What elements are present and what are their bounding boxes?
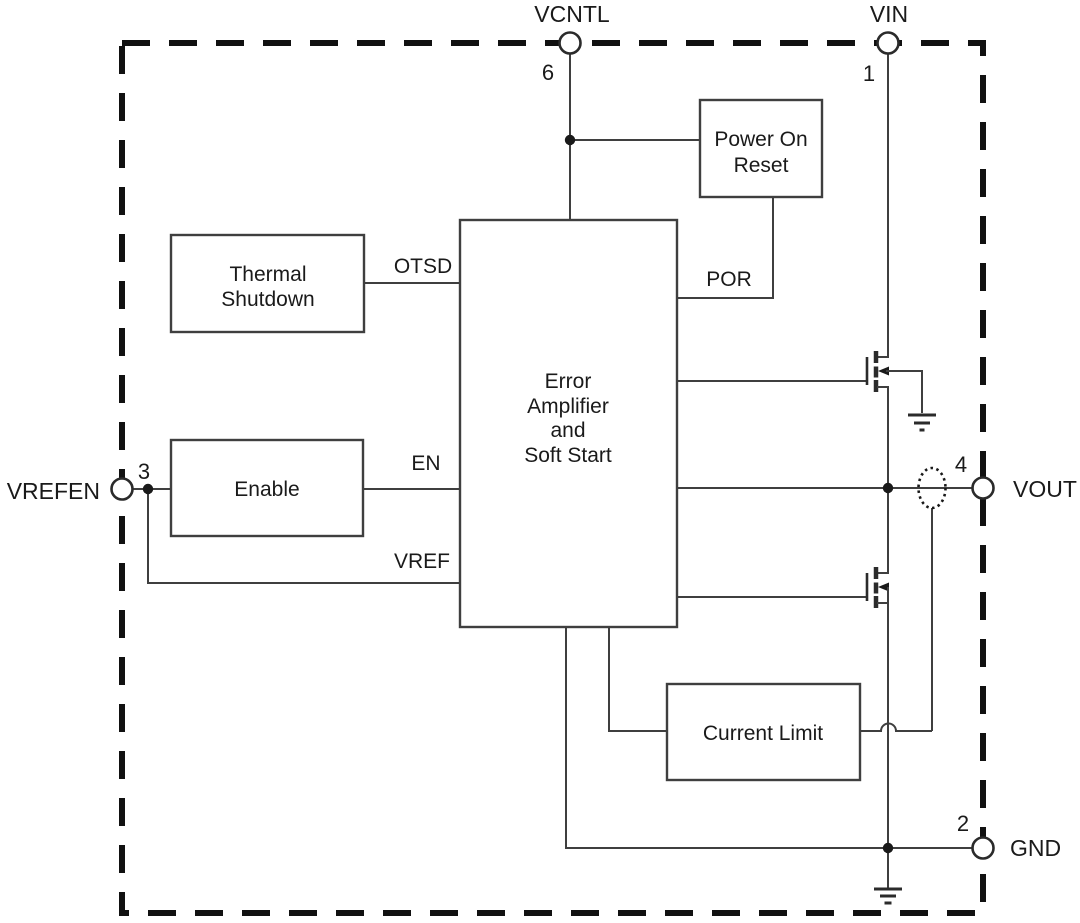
pin-vin-number: 1 bbox=[863, 61, 875, 86]
thermal-shutdown-box bbox=[169, 233, 366, 334]
wires bbox=[132, 53, 973, 849]
lower-fet-bulk-arrow-icon bbox=[878, 582, 889, 592]
block-current-limit: Current Limit bbox=[665, 682, 862, 782]
junction-dot-vrefen bbox=[142, 483, 154, 495]
error-amplifier-label-line4: Soft Start bbox=[524, 444, 612, 467]
enable-box bbox=[169, 438, 365, 538]
lower-pass-fet bbox=[865, 488, 889, 848]
ground-symbol-upper-fet bbox=[908, 413, 936, 432]
wire-vref bbox=[147, 489, 459, 584]
error-amplifier-label-line3: and bbox=[550, 419, 585, 442]
thermal-shutdown-label-line1: Thermal bbox=[229, 263, 306, 286]
pin-vcntl-terminal bbox=[558, 31, 582, 55]
lower-fet-source-wire bbox=[877, 587, 889, 848]
pin-vrefen-number: 3 bbox=[138, 459, 150, 484]
pin-vin: VIN 1 bbox=[863, 1, 908, 86]
pin-gnd-label: GND bbox=[1010, 835, 1061, 861]
pin-vout: VOUT 4 bbox=[955, 452, 1077, 502]
ground-symbol-main bbox=[874, 887, 902, 905]
pin-vout-terminal bbox=[971, 476, 995, 500]
thermal-shutdown-label-line2: Shutdown bbox=[221, 288, 314, 311]
power-on-reset-label-line1: Power On bbox=[714, 128, 807, 151]
current-sense-ellipse bbox=[917, 466, 947, 510]
signal-label-por: POR bbox=[706, 268, 752, 291]
pin-vcntl: VCNTL 6 bbox=[534, 1, 610, 85]
wire-to-current-limit bbox=[608, 627, 666, 732]
power-on-reset-label-line2: Reset bbox=[734, 154, 789, 177]
upper-fet-bulk-wire bbox=[886, 370, 923, 413]
pin-gnd-number: 2 bbox=[957, 811, 969, 836]
signal-label-otsd: OTSD bbox=[394, 255, 452, 278]
pin-vin-label: VIN bbox=[870, 1, 908, 27]
pin-vrefen: VREFEN 3 bbox=[7, 459, 150, 504]
upper-pass-fet bbox=[865, 351, 936, 483]
power-on-reset-box bbox=[698, 98, 824, 199]
junction-dot-gnd bbox=[882, 842, 894, 854]
pin-gnd-terminal bbox=[971, 836, 995, 860]
current-limit-box bbox=[665, 682, 862, 782]
error-amplifier-label-line2: Amplifier bbox=[527, 395, 609, 418]
pin-vin-terminal bbox=[876, 31, 900, 55]
pin-vout-number: 4 bbox=[955, 452, 967, 477]
lower-fet-drain-wire bbox=[878, 488, 889, 574]
junction-dots bbox=[142, 134, 894, 854]
wire-vin-rail bbox=[878, 53, 889, 358]
wire-gnd-bus bbox=[565, 627, 973, 849]
pin-vrefen-terminal bbox=[110, 477, 134, 501]
pin-vrefen-label: VREFEN bbox=[7, 478, 100, 504]
block-enable: Enable bbox=[169, 438, 365, 538]
block-error-amplifier: Error Amplifier and Soft Start bbox=[458, 218, 679, 629]
error-amplifier-label-line1: Error bbox=[545, 370, 592, 393]
pin-vcntl-label: VCNTL bbox=[534, 1, 610, 27]
signal-label-vref: VREF bbox=[394, 550, 450, 573]
upper-fet-source-wire bbox=[877, 386, 889, 483]
signal-labels: OTSD EN VREF POR bbox=[394, 255, 752, 573]
pin-vout-label: VOUT bbox=[1013, 476, 1077, 502]
junction-dot-vcntl bbox=[564, 134, 576, 146]
pin-gnd: GND 2 bbox=[957, 811, 1061, 861]
upper-fet-bulk-arrow-icon bbox=[878, 366, 889, 376]
enable-label: Enable bbox=[234, 478, 299, 501]
pin-vcntl-number: 6 bbox=[542, 60, 554, 85]
junction-dot-vout bbox=[882, 482, 894, 494]
main-ground bbox=[874, 848, 902, 905]
wire-current-limit-out-hop bbox=[861, 722, 932, 732]
current-limit-label: Current Limit bbox=[703, 722, 823, 745]
wire-por bbox=[678, 197, 774, 299]
block-power-on-reset: Power On Reset bbox=[698, 98, 824, 199]
block-thermal-shutdown: Thermal Shutdown bbox=[169, 233, 366, 334]
error-amplifier-box bbox=[458, 218, 679, 629]
signal-label-en: EN bbox=[411, 452, 440, 475]
